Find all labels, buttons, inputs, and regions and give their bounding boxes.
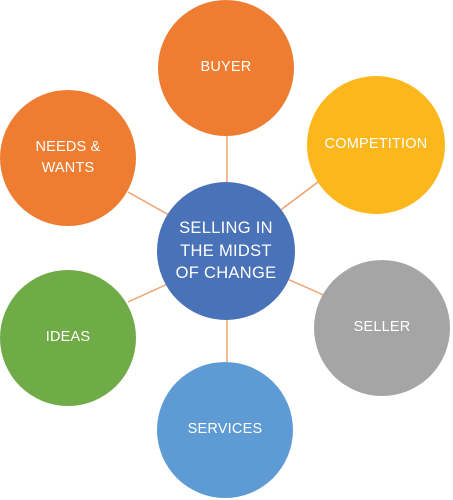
- node-competition-label: COMPETITION: [324, 136, 428, 153]
- connector-ideas: [127, 281, 173, 303]
- connector-seller: [284, 277, 327, 297]
- node-services: SERVICES: [157, 362, 293, 498]
- node-buyer: BUYER: [158, 0, 294, 136]
- node-seller-label: SELLER: [353, 319, 411, 336]
- connector-competition: [277, 181, 319, 213]
- center-node-label: SELLING IN THE MIDST OF CHANGE: [175, 218, 277, 283]
- center-node: SELLING IN THE MIDST OF CHANGE: [157, 182, 295, 320]
- node-ideas-label: IDEAS: [45, 329, 91, 346]
- node-services-label: SERVICES: [187, 421, 263, 438]
- node-seller: SELLER: [314, 260, 450, 396]
- node-ideas: IDEAS: [0, 270, 136, 406]
- node-needs-wants-label: NEEDS & WANTS: [35, 138, 101, 176]
- node-buyer-label: BUYER: [200, 59, 252, 76]
- node-needs-wants: NEEDS & WANTS: [0, 90, 136, 226]
- connector-needs-wants: [127, 191, 170, 216]
- node-competition: COMPETITION: [307, 76, 445, 214]
